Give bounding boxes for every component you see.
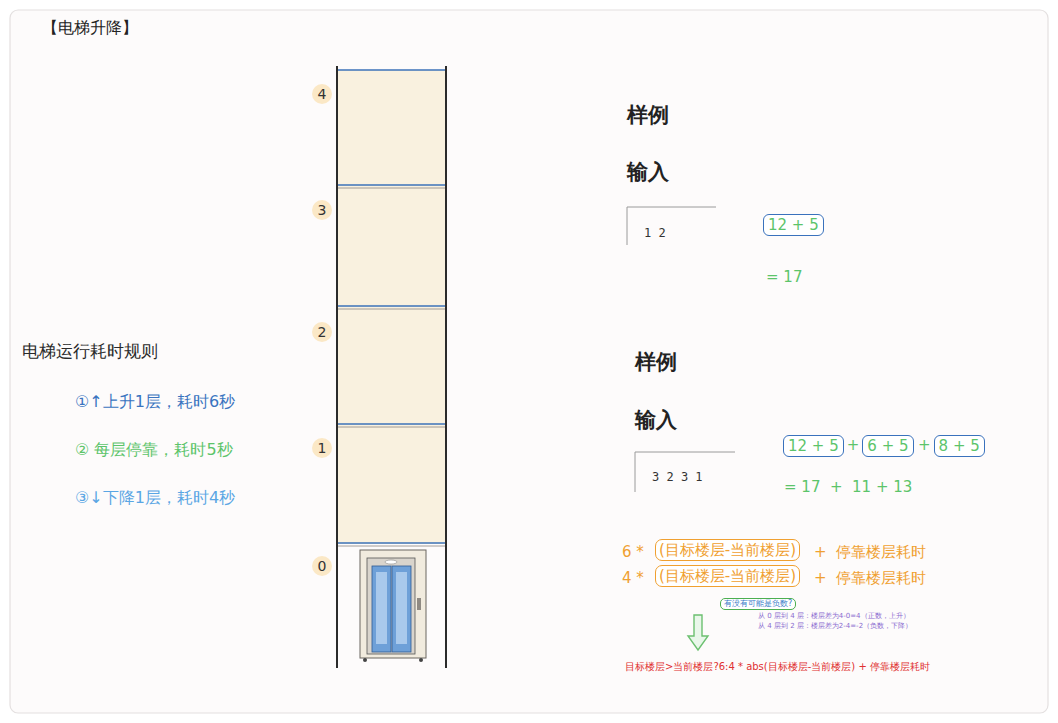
floor-number: 3	[312, 200, 332, 220]
formula-factor: 4 *	[622, 569, 644, 587]
sum-box: 8 + 5	[934, 435, 985, 457]
formula-tail: + 停靠楼层耗时	[814, 569, 926, 587]
example-note: 从 0 层到 4 层：楼层差为4-0=4（正数，上升）	[758, 612, 910, 620]
shaft-fill	[338, 70, 445, 544]
result: = 17 + 11 + 13	[784, 478, 912, 496]
floor-diff-box: (目标楼层-当前楼层)	[655, 539, 800, 561]
input-value: 1 2	[644, 226, 666, 240]
sum-box: 12 + 5	[783, 435, 844, 457]
box-text: 8 + 5	[939, 437, 980, 455]
rule-up: ①↑上升1层，耗时6秒	[75, 392, 235, 411]
rules-heading: 电梯运行耗时规则	[22, 341, 158, 361]
question-box: 有没有可能是负数?	[720, 598, 796, 610]
box-text: 有没有可能是负数?	[724, 599, 792, 608]
box-text: 12 + 5	[768, 216, 819, 234]
plus-sign: +	[847, 436, 860, 454]
box-text: 6 + 5	[867, 437, 908, 455]
floor-number: 2	[312, 322, 332, 342]
diagram-title: 【电梯升降】	[42, 18, 138, 37]
sum-box: 12 + 5	[763, 214, 824, 236]
input-heading: 输入	[627, 160, 669, 185]
floor-number: 0	[312, 556, 332, 576]
sample-heading: 样例	[635, 350, 677, 375]
plus-sign: +	[918, 436, 931, 454]
input-heading: 输入	[635, 408, 677, 433]
input-frames	[627, 207, 735, 492]
rule-down: ③↓下降1层，耗时4秒	[75, 488, 235, 507]
page-panel	[10, 10, 1048, 713]
rule-stop: ② 每层停靠，耗时5秒	[75, 440, 233, 459]
final-formula: 目标楼层>当前楼层?6:4 * abs(目标楼层-当前楼层) + 停靠楼层耗时	[625, 661, 930, 673]
floor-diff-box: (目标楼层-当前楼层)	[655, 565, 800, 587]
down-arrow	[688, 615, 708, 650]
box-text: 12 + 5	[788, 437, 839, 455]
floor-number: 4	[312, 84, 332, 104]
example-note: 从 4 层到 2 层：楼层差为2-4=-2（负数，下降）	[758, 622, 912, 630]
box-text: (目标楼层-当前楼层)	[659, 567, 796, 585]
floor-number: 1	[312, 438, 332, 458]
elevator-car	[360, 550, 426, 662]
shaft-walls	[337, 66, 446, 668]
floor-shadow-lines	[338, 188, 445, 546]
sum-box: 6 + 5	[862, 435, 913, 457]
sample-heading: 样例	[627, 103, 669, 128]
input-value: 3 2 3 1	[652, 470, 703, 484]
result: = 17	[766, 268, 802, 286]
floor-lines	[338, 70, 445, 543]
formula-tail: + 停靠楼层耗时	[814, 543, 926, 561]
box-text: (目标楼层-当前楼层)	[659, 541, 796, 559]
formula-factor: 6 *	[622, 543, 644, 561]
